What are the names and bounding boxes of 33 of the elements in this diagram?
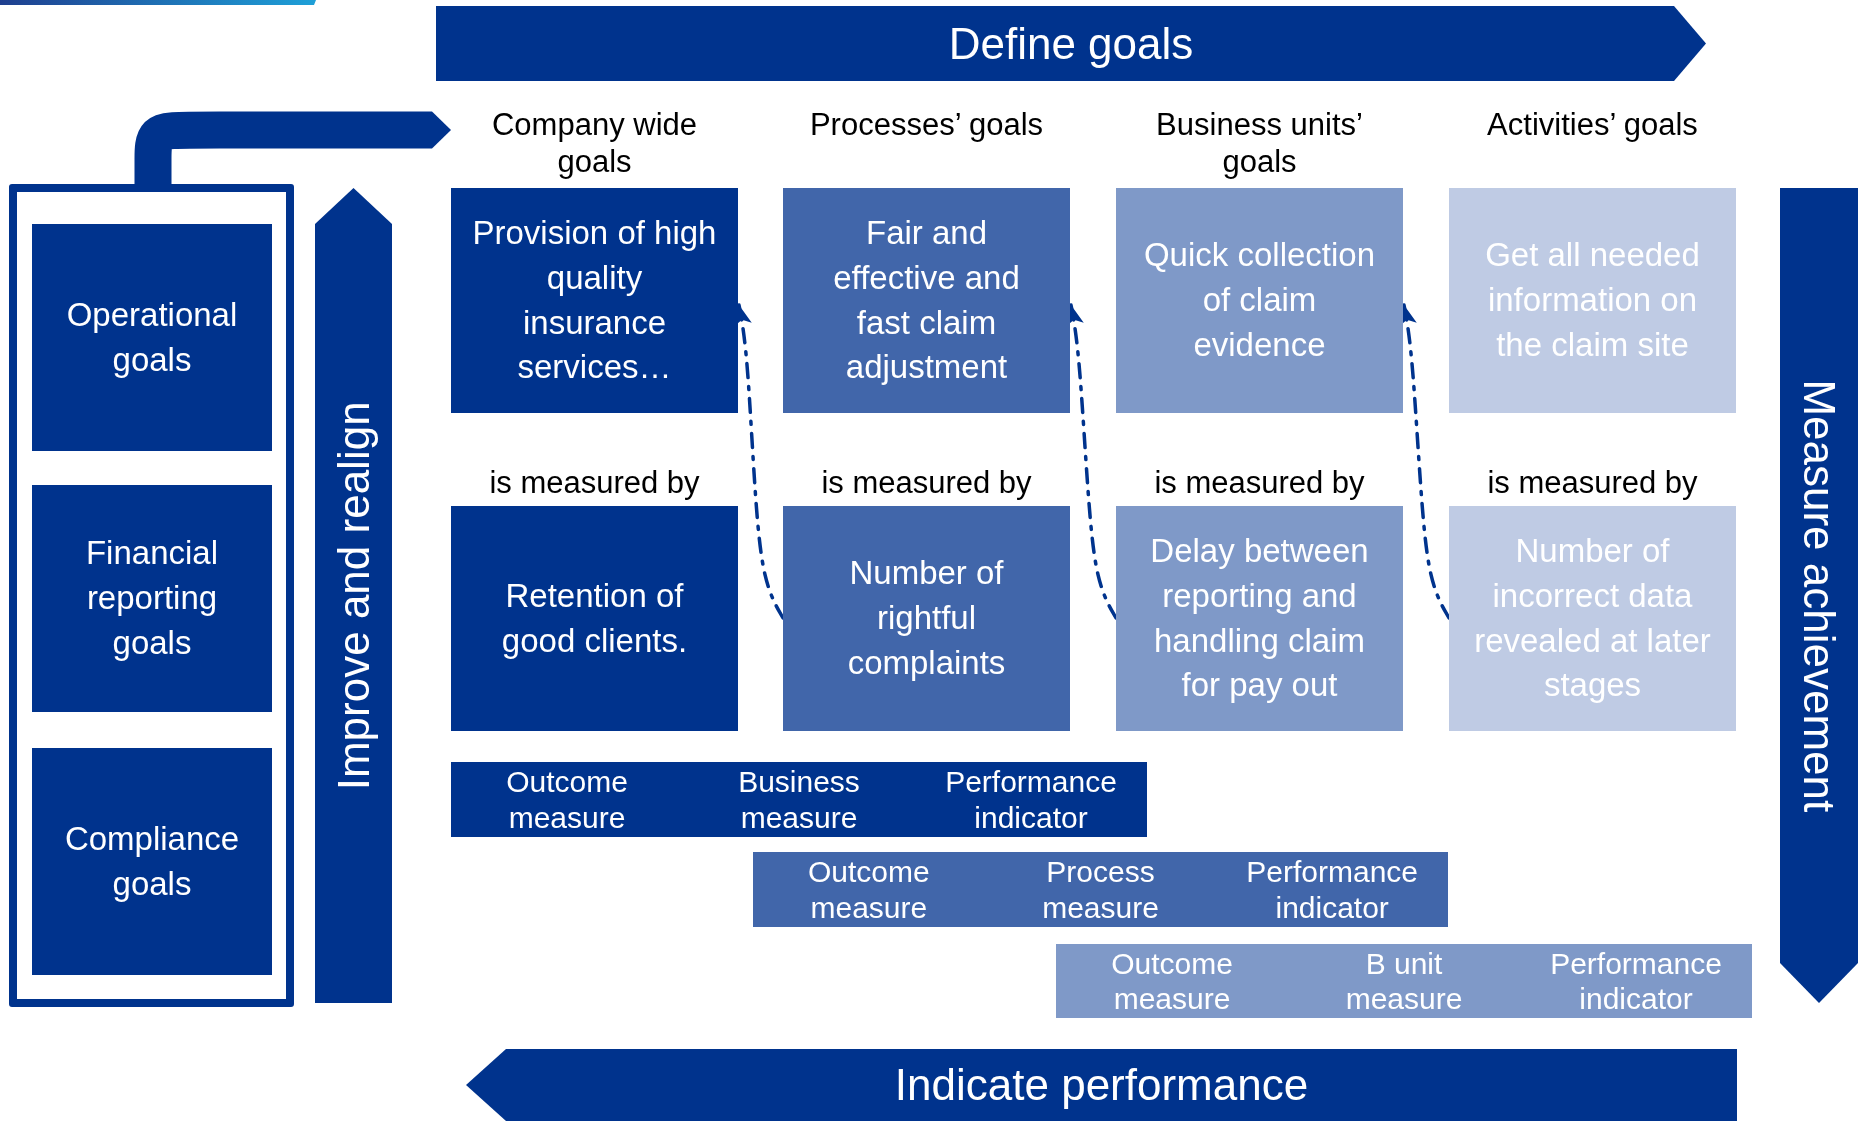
banner-title: Indicate performance	[894, 1059, 1309, 1112]
goal-text: Quick collection of claim evidence	[1142, 235, 1377, 365]
banner-title: Improve and realign	[327, 401, 379, 790]
measure-type: Performance indicator	[1245, 854, 1420, 925]
measure-type: B unit measure	[1344, 945, 1464, 1017]
measure-type: Outcome measure	[505, 764, 629, 835]
measure-type: Business measure	[737, 764, 861, 835]
relation-label: is measured by	[820, 465, 1033, 501]
banner-title: Define goals	[948, 17, 1194, 70]
measure-text: Retention of good clients.	[500, 575, 689, 661]
column-heading: Activities’ goals	[1486, 106, 1699, 144]
goal-text: Provision of high quality insurance services…	[471, 212, 718, 388]
frame-box	[9, 184, 294, 1007]
measure-text: Delay between reporting and handling claim for pay out	[1149, 530, 1370, 706]
measure-type: Performance indicator	[1549, 945, 1723, 1017]
measure-text: Number of rightful complaints	[846, 553, 1007, 683]
column-heading: Processes’ goals	[808, 106, 1045, 144]
goal-text: Get all needed information on the claim site	[1484, 235, 1701, 365]
measure-type: Outcome measure	[1110, 945, 1234, 1017]
column-heading: Company wide goals	[490, 106, 698, 181]
relation-label: is measured by	[488, 465, 701, 501]
measure-type: Outcome measure	[806, 854, 931, 925]
goal-text: Compliance goals	[63, 818, 241, 904]
banner-title: Measure achievement	[1793, 379, 1845, 812]
measure-type: Process measure	[1041, 854, 1160, 925]
measure-type: Performance indicator	[944, 764, 1118, 835]
relation-label: is measured by	[1486, 465, 1699, 501]
goal-text: Operational goals	[65, 294, 239, 380]
measure-text: Number of incorrect data revealed at later stages	[1473, 530, 1712, 706]
goal-text: Fair and effective and fast claim adjustment	[832, 212, 1021, 388]
goal-text: Financial reporting goals	[84, 533, 220, 663]
relation-label: is measured by	[1153, 465, 1366, 501]
column-heading: Business units’ goals	[1155, 106, 1364, 181]
